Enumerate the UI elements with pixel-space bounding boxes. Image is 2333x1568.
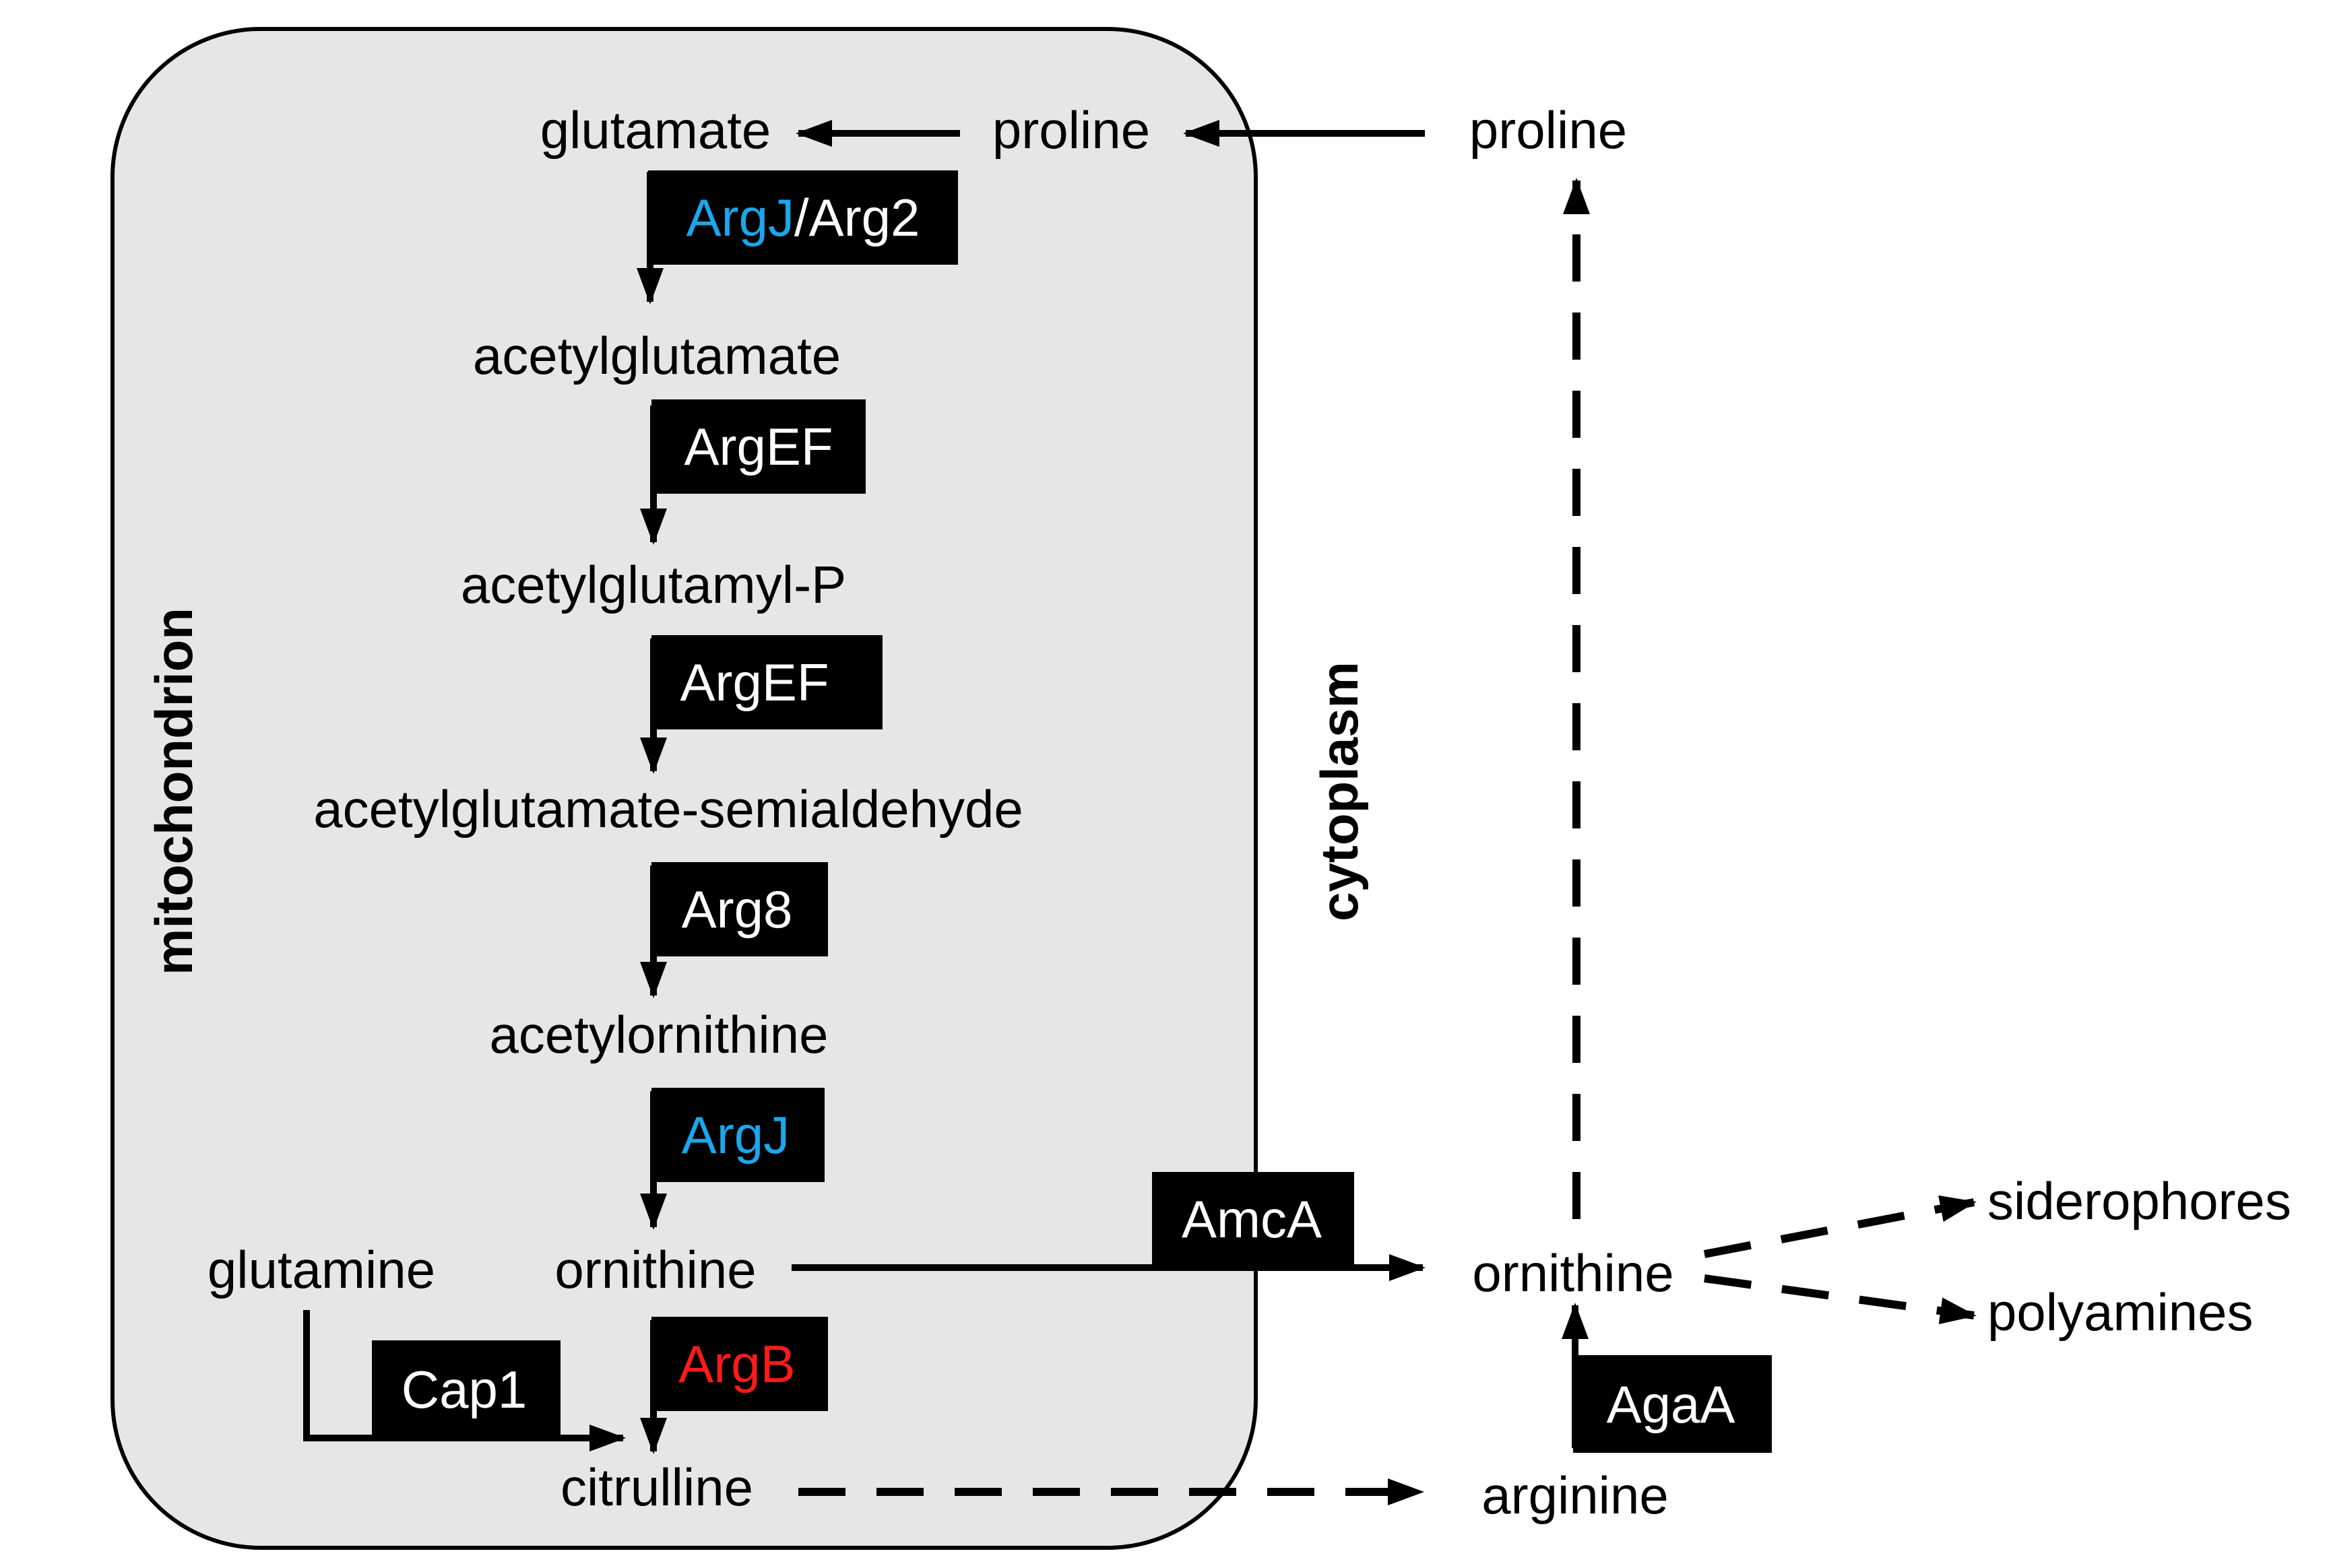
arg8-enzyme-box xyxy=(651,862,828,956)
agaa-enzyme-box xyxy=(1573,1355,1772,1453)
arg8-enzyme-label: Arg8 xyxy=(682,880,793,939)
cap1-enzyme-box xyxy=(372,1340,561,1438)
proline-mito-label: proline xyxy=(992,100,1150,160)
acetylornithine-label: acetylornithine xyxy=(490,1005,829,1064)
ornithine-mito-label: ornithine xyxy=(554,1240,756,1299)
agaa-enzyme-label: AgaA xyxy=(1607,1375,1735,1434)
argef-enzyme-label-2: ArgEF xyxy=(680,653,829,712)
ornithine-cyto-label: ornithine xyxy=(1472,1243,1673,1303)
arginine-label: arginine xyxy=(1481,1466,1669,1525)
proline-cyto-label: proline xyxy=(1469,100,1627,160)
ornithine-to-siderophores-dashed-arrow xyxy=(1703,1195,1977,1258)
amca-enzyme-label: AmcA xyxy=(1182,1189,1322,1249)
cytoplasm-label: cytoplasm xyxy=(1310,661,1369,921)
argj-enzyme-box xyxy=(651,1088,825,1182)
argef-enzyme-box-1 xyxy=(651,399,866,494)
acetylglutamyl-p-label: acetylglutamyl-P xyxy=(461,555,846,614)
glutamate-label: glutamate xyxy=(540,100,771,160)
mitochondrion-compartment xyxy=(110,27,1258,1550)
amca-enzyme-box xyxy=(1152,1172,1354,1266)
argj-arg2-enzyme-box xyxy=(648,170,958,265)
argj-arg2-enzyme-label: ArgJ/Arg2 xyxy=(686,188,920,247)
argb-enzyme-label: ArgB xyxy=(678,1334,795,1394)
citrulline-label: citrulline xyxy=(561,1458,753,1517)
cap1-enzyme-label: Cap1 xyxy=(402,1360,527,1419)
polyamines-label: polyamines xyxy=(1987,1282,2254,1342)
ornithine-to-polyamines-dashed-arrow xyxy=(1704,1274,1977,1325)
argef-enzyme-label-1: ArgEF xyxy=(684,417,833,476)
glutamine-label: glutamine xyxy=(207,1240,435,1299)
acetylglutamate-semialdehyde-label: acetylglutamate-semialdehyde xyxy=(313,779,1023,839)
argef-enzyme-box-2 xyxy=(651,635,883,729)
siderophores-label: siderophores xyxy=(1987,1171,2291,1231)
argb-enzyme-box xyxy=(651,1317,828,1411)
argj-enzyme-label: ArgJ xyxy=(682,1105,790,1165)
acetylglutamate-label: acetylglutamate xyxy=(473,326,841,385)
mitochondrion-label: mitochondrion xyxy=(144,608,203,975)
